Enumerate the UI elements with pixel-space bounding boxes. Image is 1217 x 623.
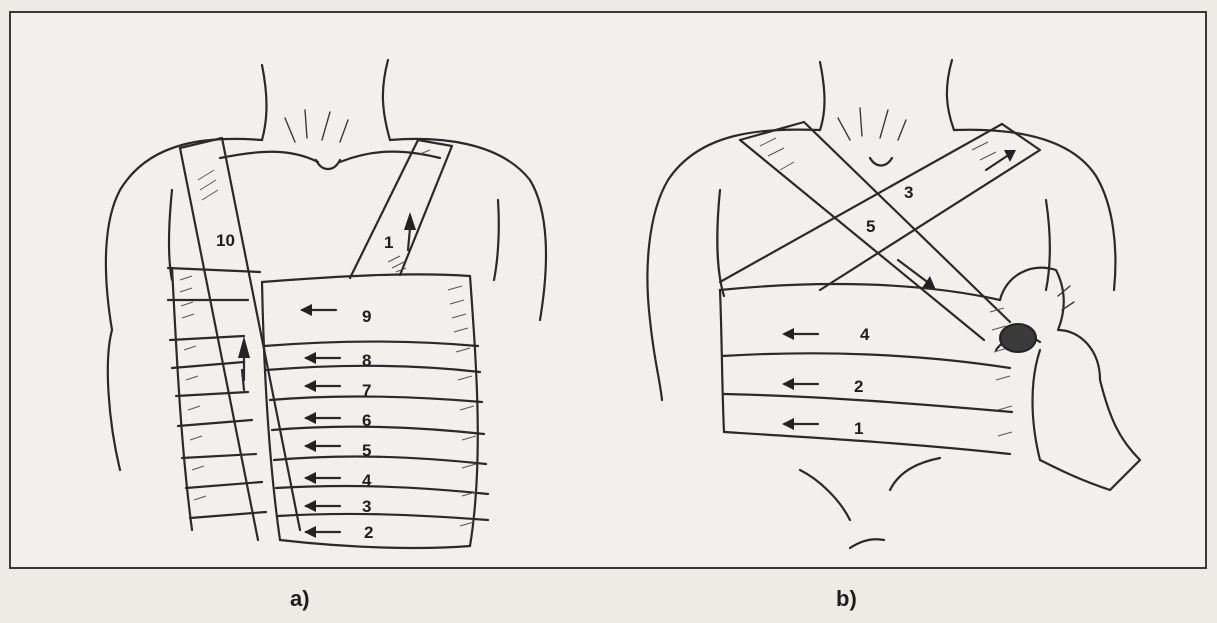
panel-a-turn-label-2: 2 [364, 523, 373, 542]
panel-a-turn-label-5: 5 [362, 441, 371, 460]
panel-b-turn-label-2: 2 [854, 377, 863, 396]
panel-b-turn-label-3: 3 [904, 183, 913, 202]
panel-a-turn-label-10: 10 [216, 231, 235, 250]
figure-frame [10, 12, 1206, 568]
panel-a-turn-label-4: 4 [362, 471, 372, 490]
panel-a-turn-label-3: 3 [362, 497, 371, 516]
panel-a-turn-label-8: 8 [362, 351, 371, 370]
panel-b-turn-label-1: 1 [854, 419, 863, 438]
panel-a-caption: a) [290, 586, 310, 611]
panel-a-turn-label-6: 6 [362, 411, 371, 430]
panel-b-turn-label-4: 4 [860, 325, 870, 344]
panel-a-turn-label-1: 1 [384, 233, 393, 252]
panel-a-turn-label-7: 7 [362, 381, 371, 400]
panel-a-turn-label-9: 9 [362, 307, 371, 326]
panel-b-caption: b) [836, 586, 857, 611]
panel-b-turn-label-5: 5 [866, 217, 875, 236]
